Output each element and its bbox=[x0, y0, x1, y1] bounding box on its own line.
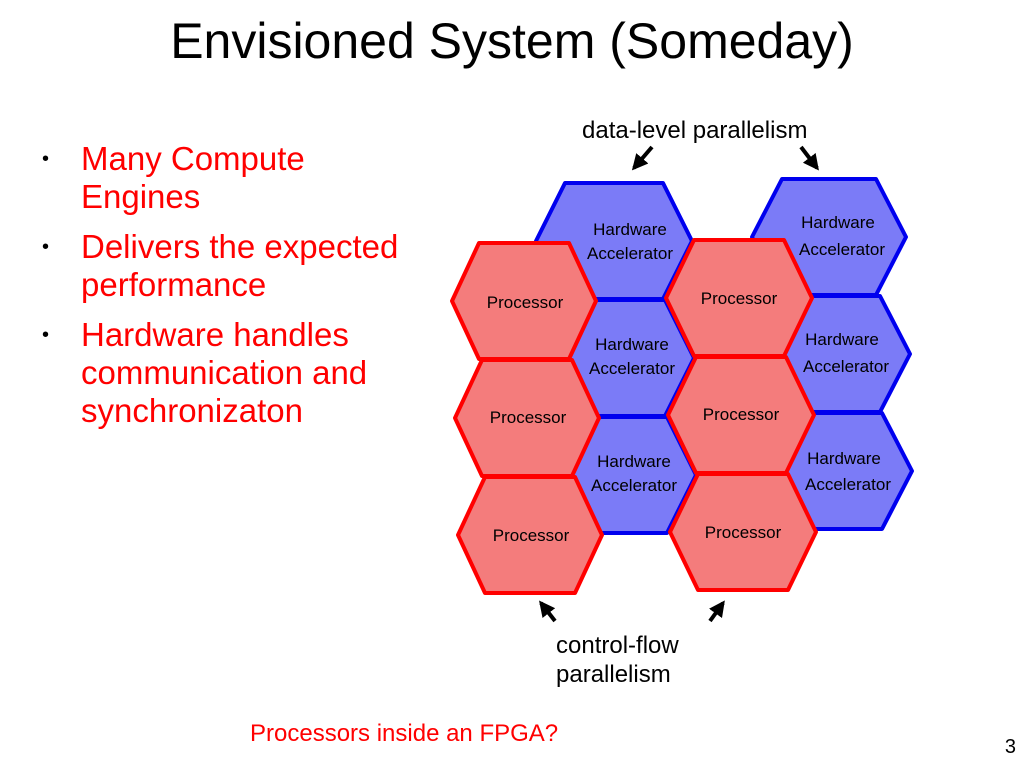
processor-label: Processor bbox=[490, 408, 567, 427]
parallelism-line: parallelism bbox=[556, 661, 671, 688]
accelerator-label: Hardware bbox=[805, 330, 879, 349]
accelerator-label: Accelerator bbox=[587, 244, 673, 263]
accelerator-label: Hardware bbox=[595, 335, 669, 354]
processor-hex: Processor bbox=[664, 238, 814, 358]
processor-label: Processor bbox=[493, 526, 570, 545]
processor-label: Processor bbox=[705, 523, 782, 542]
bullet-item: • Many Compute Engines bbox=[40, 140, 400, 216]
bullet-text: Many Compute Engines bbox=[81, 140, 305, 215]
bullet-item: • Delivers the expected performance bbox=[40, 228, 400, 304]
slide-title: Envisioned System (Someday) bbox=[170, 13, 854, 69]
bullet-item: • Hardware handles communication and sync… bbox=[40, 316, 400, 430]
accelerator-label: Hardware bbox=[593, 220, 667, 239]
processor-hex: Processor bbox=[453, 358, 601, 478]
bullet-dot-icon: • bbox=[42, 148, 50, 170]
processor-hex: Processor bbox=[668, 472, 818, 592]
accelerator-label: Hardware bbox=[801, 213, 875, 232]
accelerator-label: Hardware bbox=[807, 449, 881, 468]
bullet-dot-icon: • bbox=[42, 324, 50, 346]
control-flow-parallelism-label: control-flow parallelism bbox=[556, 631, 679, 689]
accelerator-label: Accelerator bbox=[799, 240, 885, 259]
page-number: 3 bbox=[1004, 736, 1016, 758]
control-flow-line: control-flow bbox=[556, 632, 679, 659]
data-level-parallelism-label: data-level parallelism bbox=[582, 117, 808, 144]
accelerator-label: Hardware bbox=[597, 452, 671, 471]
accelerator-label: Accelerator bbox=[589, 359, 675, 378]
bullet-text: Delivers the expected performance bbox=[81, 228, 399, 303]
arrow-icon bbox=[799, 145, 819, 171]
bullet-list: • Many Compute Engines • Delivers the expe… bbox=[40, 140, 400, 442]
processor-hex: Processor bbox=[456, 475, 604, 595]
bullet-dot-icon: • bbox=[42, 236, 50, 258]
processor-label: Processor bbox=[703, 405, 780, 424]
arrow-icon bbox=[708, 600, 725, 623]
processor-hex: Processor bbox=[450, 241, 598, 361]
footer-question: Processors inside an FPGA? bbox=[250, 720, 559, 747]
bullet-text: Hardware handles communication and synch… bbox=[81, 316, 368, 429]
accelerator-label: Accelerator bbox=[803, 357, 889, 376]
processor-hex: Processor bbox=[666, 355, 816, 475]
accelerator-label: Accelerator bbox=[805, 475, 891, 494]
arrow-icon bbox=[539, 600, 557, 623]
accelerator-label: Accelerator bbox=[591, 476, 677, 495]
arrow-icon bbox=[631, 145, 654, 171]
processor-label: Processor bbox=[487, 293, 564, 312]
processor-label: Processor bbox=[701, 289, 778, 308]
